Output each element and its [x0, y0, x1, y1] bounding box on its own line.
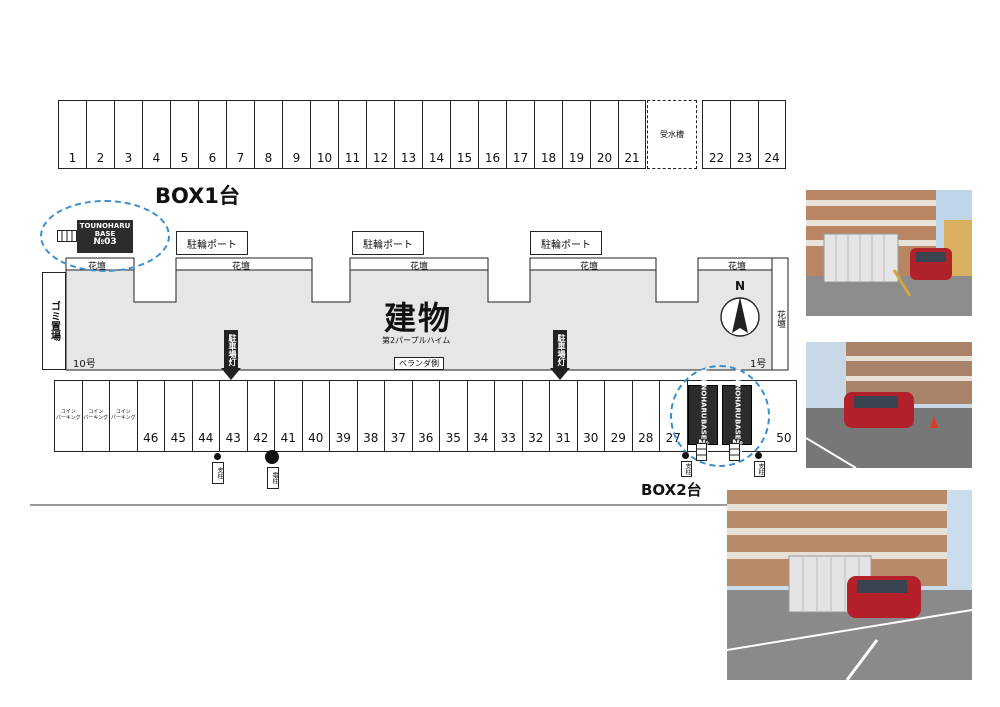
parking-slot: 30 — [576, 380, 604, 452]
parking-slot: 34 — [466, 380, 494, 452]
coin-parking-slot: コイン パーキング — [81, 380, 109, 452]
parking-slot: 16 — [478, 100, 506, 169]
parking-slot: 11 — [338, 100, 366, 169]
parking-slot: 40 — [301, 380, 329, 452]
parking-slot: 41 — [274, 380, 302, 452]
parking-slot: 36 — [411, 380, 439, 452]
parking-slot: 33 — [494, 380, 522, 452]
parking-slot: 29 — [604, 380, 632, 452]
parking-lamp-label-left: 駐車場灯 — [224, 330, 238, 370]
veranda-label: ベランダ側 — [394, 357, 444, 370]
parking-slot: 4 — [142, 100, 170, 169]
water-tank-area: 受水槽 — [647, 100, 697, 169]
photo-box2-b — [727, 490, 972, 680]
parking-slot: 32 — [521, 380, 549, 452]
parking-slot: 24 — [758, 100, 786, 169]
bike-port-2: 駐輪ポート — [352, 231, 424, 255]
support-pole-label-2: 支柱 — [681, 461, 692, 477]
building-subtitle: 第2パープルハイム — [382, 336, 451, 345]
north-label: N — [735, 279, 746, 293]
box-03: TOUNOHARU BASE №03 — [77, 220, 133, 253]
flower-bed-2: 花壇 — [232, 262, 251, 272]
power-pole-icon — [265, 450, 279, 464]
parking-slot: 13 — [394, 100, 422, 169]
parking-slot: 1 — [58, 100, 86, 169]
garbage-label: ゴミ置場 — [48, 301, 60, 341]
flower-bed-4: 花壇 — [580, 262, 599, 272]
support-pole-label-3: 支柱 — [754, 461, 765, 477]
parking-slot: 45 — [164, 380, 192, 452]
unit-10-label: 10号 — [73, 359, 96, 370]
parking-slot: 3 — [114, 100, 142, 169]
support-pole-label: 支柱 — [212, 462, 224, 484]
power-pole-label: 電柱 — [267, 467, 279, 489]
building-title: 建物 — [384, 299, 453, 337]
parking-slot: 44 — [191, 380, 219, 452]
parking-slot: 46 — [136, 380, 164, 452]
parking-slot: 2 — [86, 100, 114, 169]
flower-bed-outline — [66, 257, 772, 303]
parking-lamp-label-right: 駐車場灯 — [553, 330, 567, 370]
photo-box2-a — [806, 342, 972, 468]
box2-highlight — [670, 365, 770, 467]
flower-bed-5: 花壇 — [728, 262, 747, 272]
water-tank-label: 受水槽 — [660, 130, 684, 139]
photo-box1 — [806, 190, 972, 316]
north-arrow-icon — [732, 297, 748, 333]
parking-slot: 42 — [246, 380, 274, 452]
parking-slot: 35 — [439, 380, 467, 452]
parking-slot: 6 — [198, 100, 226, 169]
parking-slot: 31 — [549, 380, 577, 452]
lamp-arrow-right-icon — [550, 368, 570, 380]
parking-slot: 17 — [506, 100, 534, 169]
box-03-steps — [57, 230, 77, 242]
parking-slot: 18 — [534, 100, 562, 169]
parking-slot: 9 — [282, 100, 310, 169]
flower-bed-3: 花壇 — [410, 262, 429, 272]
lamp-arrow-left-icon — [221, 368, 241, 380]
parking-slot: 39 — [329, 380, 357, 452]
parking-slot: 28 — [631, 380, 659, 452]
box1-count-label: BOX1台 — [155, 184, 240, 208]
right-flower-strip — [771, 257, 789, 371]
support-pole-icon-3 — [755, 452, 762, 459]
parking-slot: 7 — [226, 100, 254, 169]
parking-slot: 14 — [422, 100, 450, 169]
parking-slot: 22 — [702, 100, 730, 169]
support-pole-icon-2 — [682, 452, 689, 459]
parking-slot: 43 — [219, 380, 247, 452]
parking-slot: 20 — [590, 100, 618, 169]
bike-port-1: 駐輪ポート — [176, 231, 248, 255]
support-pole-icon — [214, 453, 221, 460]
box-02: TOUNOHARU BASE №02 — [688, 368, 718, 462]
parking-slot: 10 — [310, 100, 338, 169]
coin-parking-slot: コイン パーキング — [54, 380, 82, 452]
flower-bed-right: 花壇 — [775, 310, 785, 328]
parking-slot: 23 — [730, 100, 758, 169]
bike-port-3: 駐輪ポート — [530, 231, 602, 255]
box-steps — [696, 443, 740, 461]
parking-slot: 37 — [384, 380, 412, 452]
box2-count-label: BOX2台 — [641, 481, 702, 499]
garbage-area: ゴミ置場 — [42, 272, 66, 370]
unit-1-label: 1号 — [750, 359, 767, 370]
parking-slot: 21 — [618, 100, 646, 169]
box1-highlight — [40, 200, 170, 272]
parking-slot: 19 — [562, 100, 590, 169]
parking-slot: 12 — [366, 100, 394, 169]
parking-slot: 15 — [450, 100, 478, 169]
parking-slot: 38 — [356, 380, 384, 452]
box-01: TOUNOHARU BASE №01 — [722, 368, 752, 462]
parking-slot: 5 — [170, 100, 198, 169]
parking-slot: 8 — [254, 100, 282, 169]
coin-parking-slot: コイン パーキング — [109, 380, 137, 452]
